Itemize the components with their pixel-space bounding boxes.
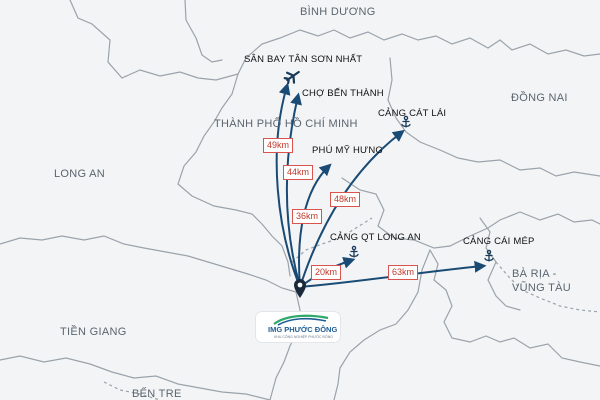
distance-long-an-port: 20km: [311, 265, 342, 280]
region-dong-nai: ĐỒNG NAI: [511, 92, 568, 104]
map-pin-icon: [294, 279, 306, 298]
border-dong-nai-south: [341, 177, 600, 249]
region-ho-chi-minh: THÀNH PHỐ HỒ CHÍ MINH: [214, 118, 358, 130]
border-ba-ria-south: [429, 249, 600, 367]
dashed-boundaries: [103, 217, 600, 400]
border-hcm-southwest: [269, 291, 301, 400]
company-logo: IMG PHƯỚC ĐÔNG KHU CÔNG NGHIỆP PHƯỚC ĐÔN…: [256, 312, 340, 342]
border-hcm-east: [333, 249, 431, 400]
region-ba-ria-line1: BÀ RỊA -: [512, 268, 557, 280]
logo-swoosh: [273, 314, 329, 326]
route-airport: [275, 82, 301, 288]
airplane-icon: [283, 70, 300, 85]
anchor-icon-long-an: [349, 245, 359, 258]
distance-airport: 49km: [263, 138, 294, 153]
destination-phu-my-hung: PHÚ MỸ HƯNG: [312, 145, 384, 156]
anchor-icon: [349, 115, 494, 262]
border-hcm-west: [177, 73, 291, 277]
region-ben-tre: BẾN TRE: [132, 388, 182, 400]
dashed-boundary-3: [103, 381, 161, 400]
destination-airport: SÂN BAY TÂN SƠN NHẤT: [244, 54, 363, 65]
border-ba-ria-west: [479, 217, 521, 311]
logo-name: IMG PHƯỚC ĐÔNG: [268, 325, 338, 334]
distance-ben-thanh: 44km: [283, 165, 314, 180]
destination-ben-thanh: CHỢ BẾN THÀNH: [302, 88, 384, 99]
distance-cai-mep: 63km: [388, 265, 419, 280]
dashed-boundary-2: [495, 261, 600, 313]
route-ben-thanh: [286, 92, 302, 288]
destination-long-an-port: CẢNG QT LONG AN: [330, 232, 421, 243]
region-tien-giang: TIỀN GIANG: [60, 326, 127, 338]
border-binh-duong-west: [69, 0, 239, 81]
border-binh-duong-inner: [184, 0, 223, 63]
border-dong-nai-north: [387, 57, 600, 177]
logo-tagline: KHU CÔNG NGHIỆP PHƯỚC ĐÔNG: [274, 335, 334, 339]
destination-cat-lai: CẢNG CÁT LÁI: [378, 108, 447, 119]
region-binh-duong: BÌNH DƯƠNG: [300, 6, 376, 18]
distance-cat-lai: 48km: [330, 192, 361, 207]
anchor-icon-cai-mep: [484, 249, 494, 262]
border-long-an-south: [0, 235, 297, 293]
distance-phu-my-hung: 36km: [292, 209, 323, 224]
border-tien-giang-south: [0, 355, 271, 400]
region-ba-ria-line2: VŨNG TÀU: [512, 282, 572, 294]
destination-cai-mep: CẢNG CÁI MÉP: [463, 236, 535, 247]
anchor-icon-cat-lai: [401, 115, 411, 128]
region-long-an: LONG AN: [54, 168, 106, 180]
border-binh-duong-south: [237, 29, 600, 75]
